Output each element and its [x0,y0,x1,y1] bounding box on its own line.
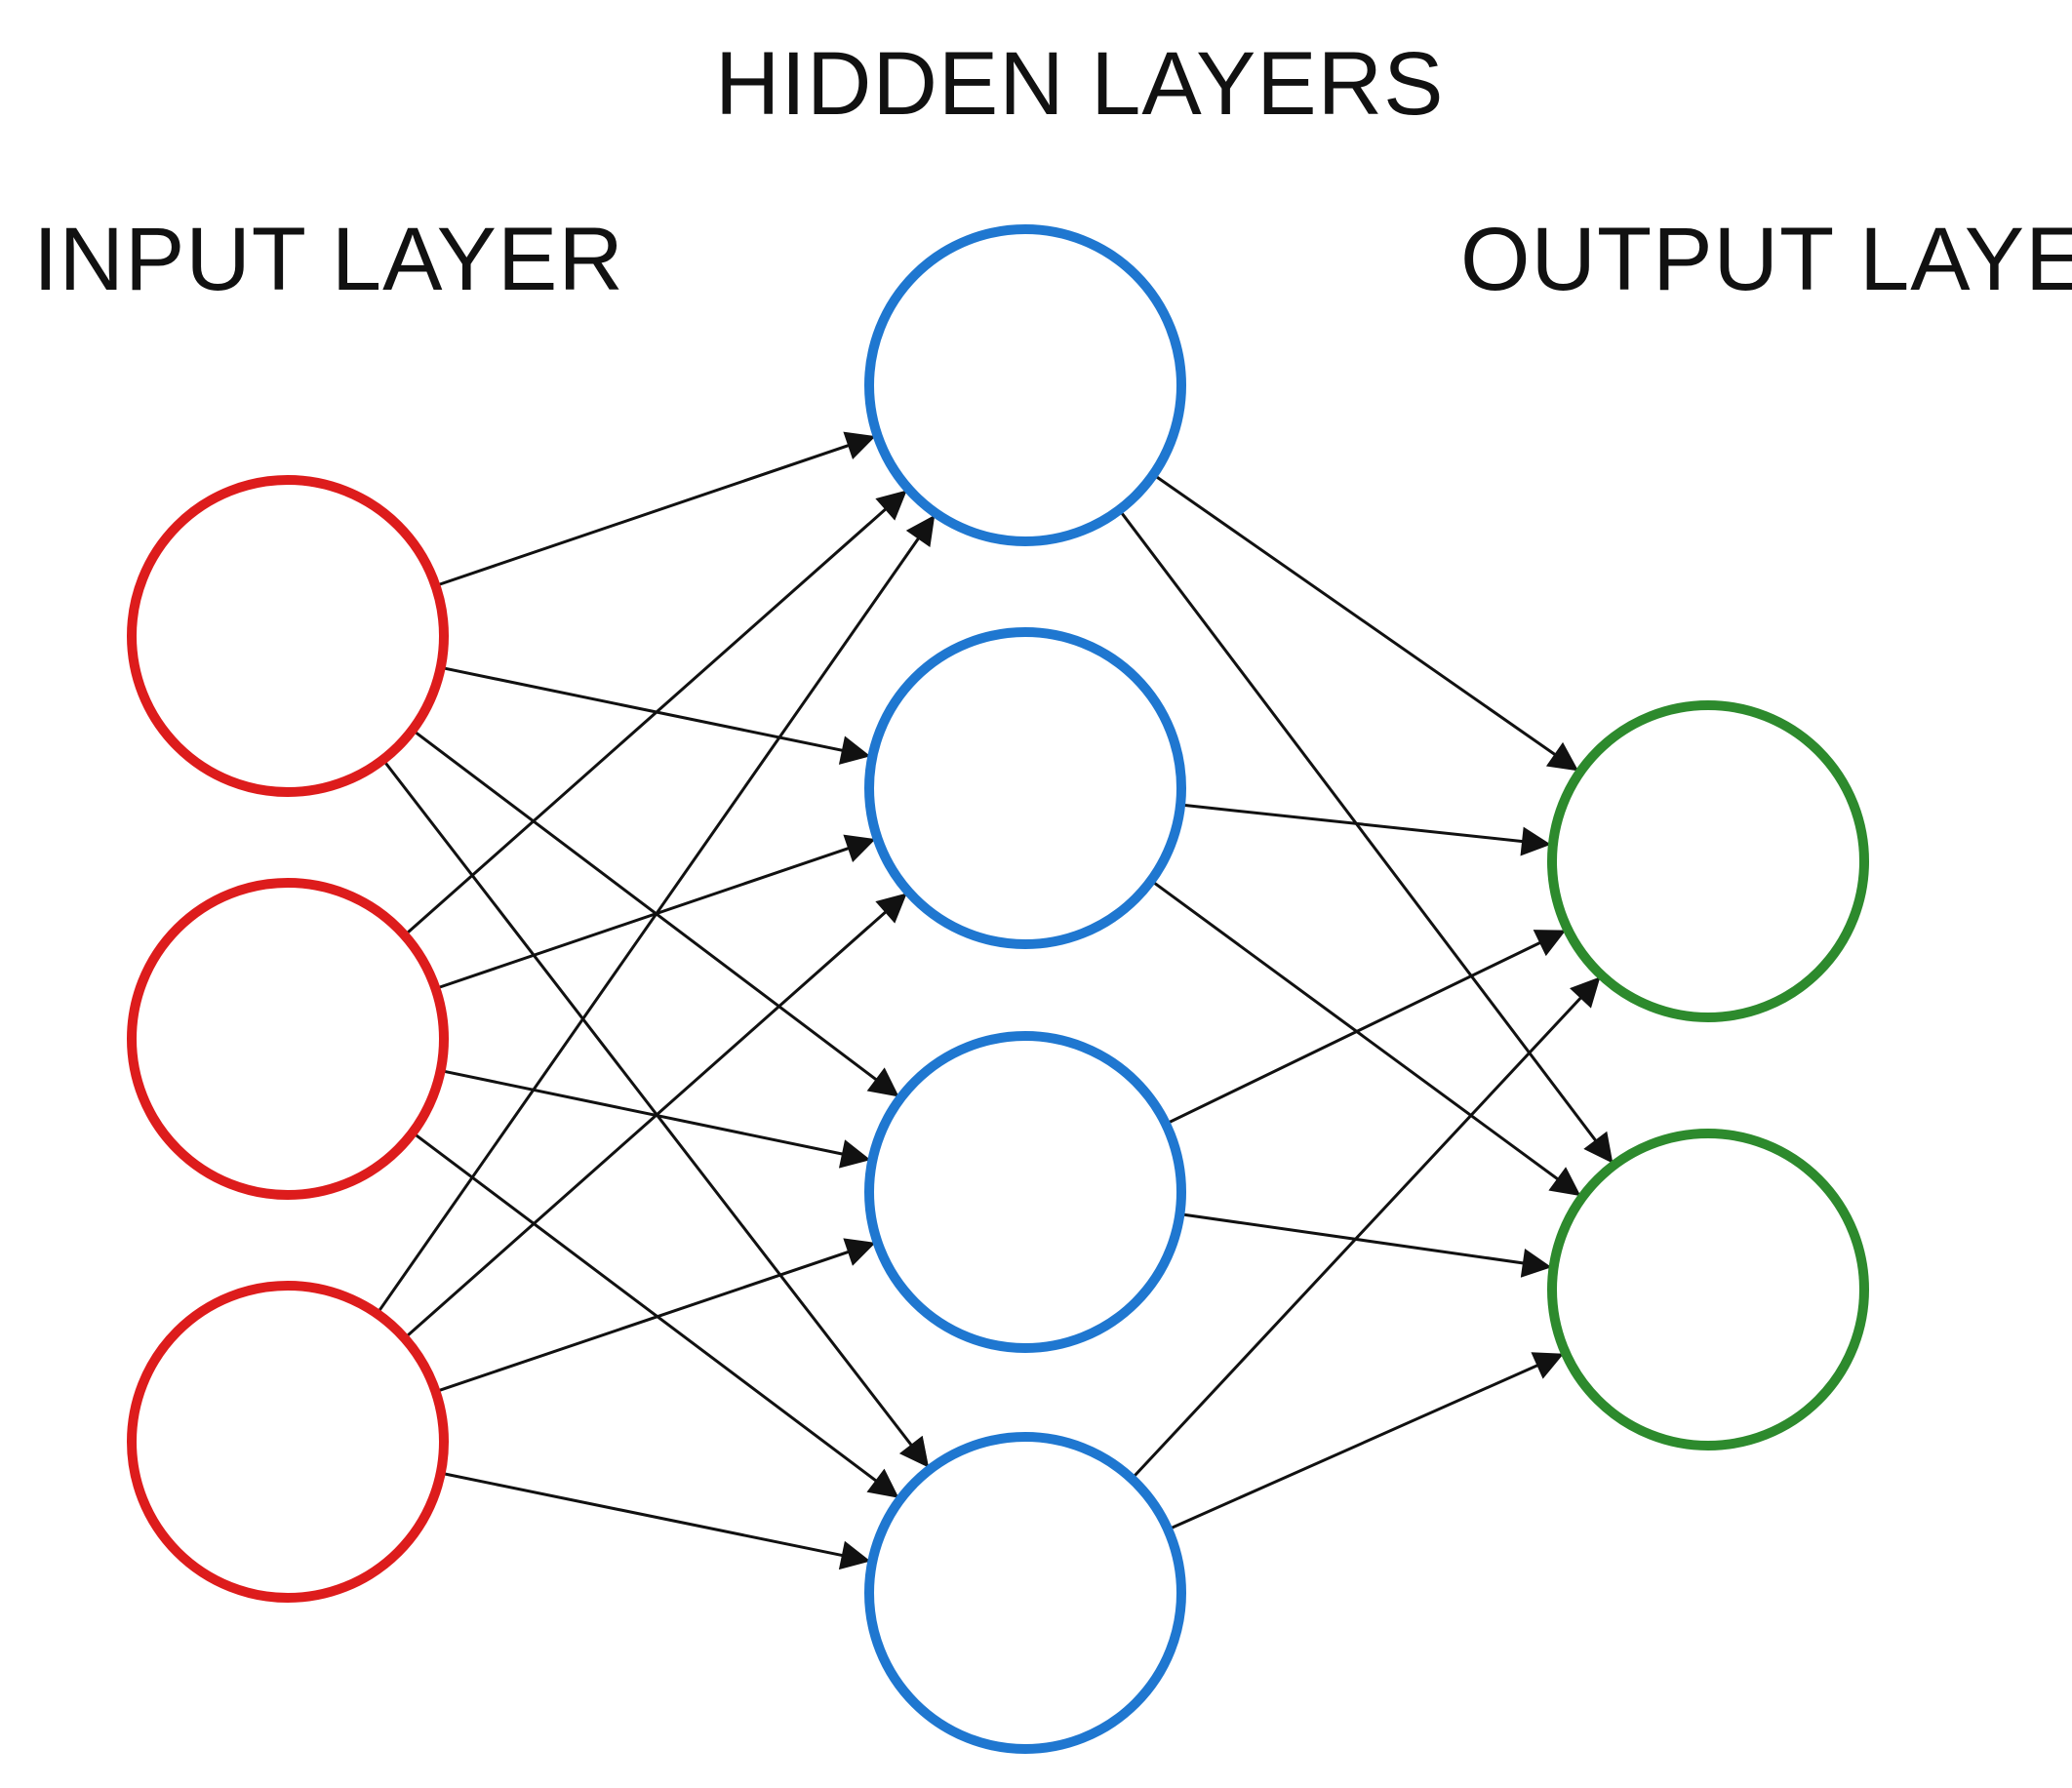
neurons [127,224,1869,1754]
output-layer-label: OUTPUT LAYER [1460,210,2072,309]
connection-arrow-hidden2-output2 [1150,879,1582,1198]
connections [376,431,1614,1570]
connection-arrow-hidden2-output1 [1179,803,1552,856]
connection-arrow-hidden4-output2 [1167,1352,1565,1531]
connection-arrow-input3-hidden3 [435,1238,877,1394]
connection-arrow-hidden3-output1 [1165,929,1567,1126]
input-neuron-3 [127,1281,449,1603]
connection-arrow-hidden1-output2 [1118,508,1614,1165]
connection-arrow-hidden4-output1 [1131,975,1602,1481]
connection-arrow-input3-hidden4 [440,1471,871,1570]
hidden-neuron-1 [864,224,1186,546]
input-neuron-2 [127,878,449,1200]
hidden-neuron-3 [864,1031,1186,1353]
connection-arrow-hidden1-output1 [1152,473,1579,773]
connection-arrow-input1-hidden1 [435,431,877,587]
connection-arrow-input2-hidden1 [403,489,908,937]
connection-arrow-input3-hidden2 [403,892,908,1340]
hidden-layers-label: HIDDEN LAYERS [715,34,1445,134]
output-neuron-2 [1547,1129,1869,1450]
input-neuron-1 [127,475,449,797]
connection-arrow-hidden3-output2 [1179,1212,1552,1278]
hidden-neuron-2 [864,627,1186,949]
hidden-neuron-4 [864,1432,1186,1754]
output-neuron-1 [1547,700,1869,1022]
connection-arrow-input3-hidden1 [376,513,936,1315]
input-layer-label: INPUT LAYER [33,210,624,309]
connection-arrow-input2-hidden4 [412,1131,900,1499]
